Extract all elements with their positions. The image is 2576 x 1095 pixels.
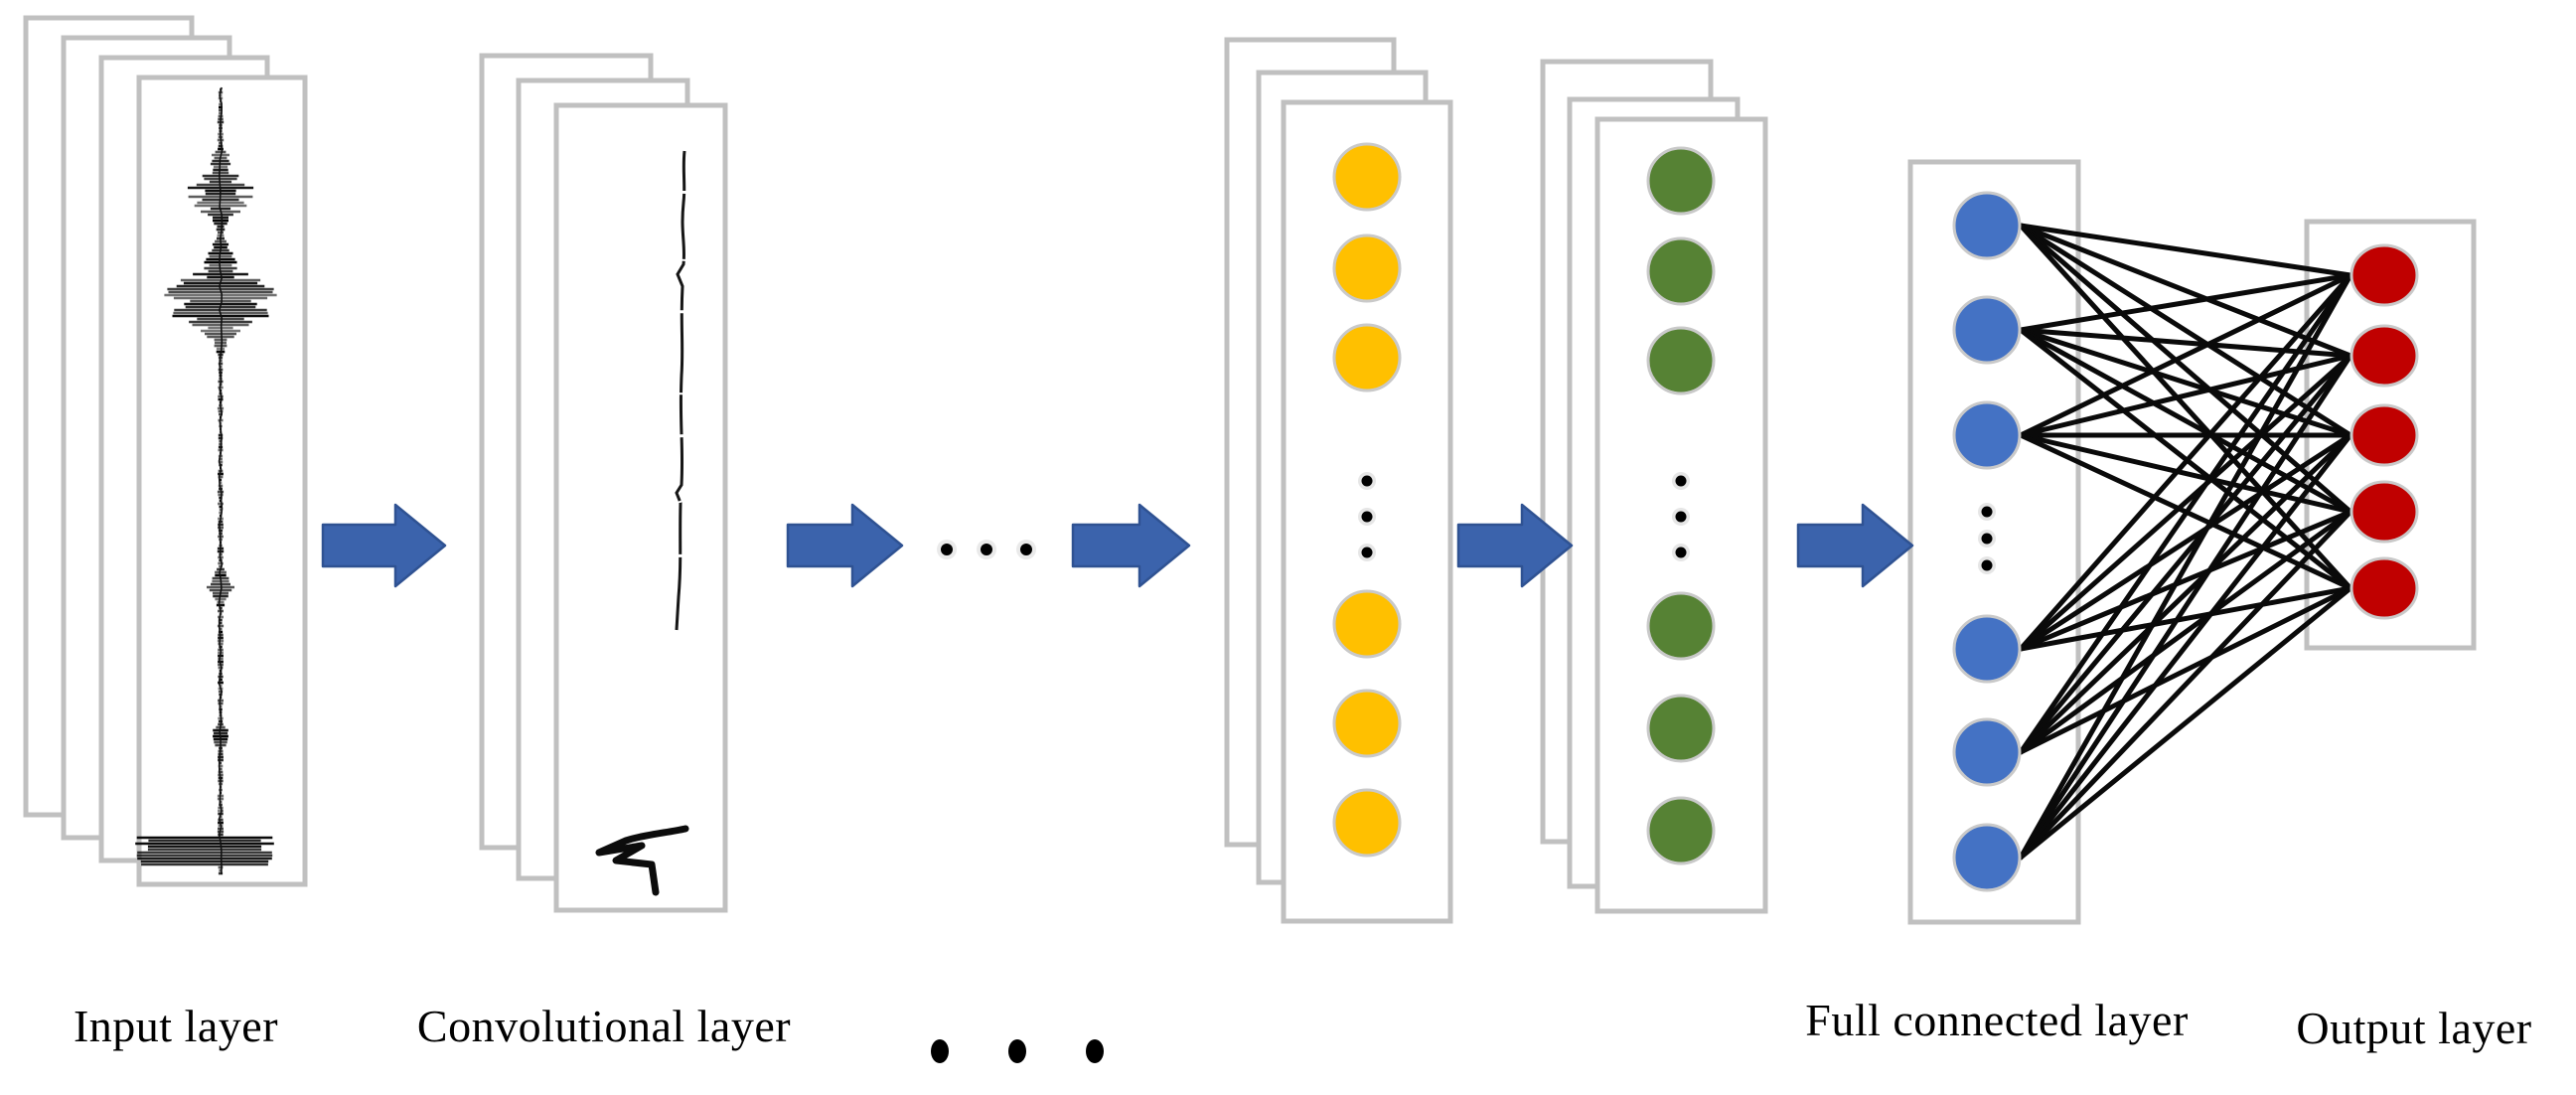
full-connected-neuron	[1952, 295, 2022, 365]
fully-connected-links	[2018, 223, 2353, 860]
connection-line	[2018, 272, 2353, 333]
connection-line	[2018, 223, 2353, 438]
right-arrow-icon-5	[1796, 503, 1914, 588]
right-arrow-icon-2	[786, 503, 904, 588]
right-arrow-icon-1	[321, 503, 447, 588]
vertical-ellipsis-dot	[1361, 475, 1373, 487]
connection-line	[2018, 353, 2353, 652]
vertical-ellipsis-dot	[1361, 547, 1373, 558]
connection-line	[2018, 272, 2353, 438]
connection-line	[2018, 432, 2353, 652]
mid-ellipsis-dot	[941, 544, 953, 555]
hidden-green-neurons	[1646, 146, 1716, 865]
connection-line	[2018, 223, 2353, 278]
vertical-ellipsis-dot	[1361, 511, 1373, 523]
full-connected-neurons	[1952, 191, 2022, 892]
output-neurons	[2349, 243, 2419, 620]
hidden-green-neuron	[1646, 326, 1716, 395]
connection-line	[2018, 585, 2353, 755]
full-connected-neuron	[1952, 614, 2022, 684]
hidden-yellow-neuron	[1332, 689, 1402, 758]
connection-line	[2018, 432, 2353, 755]
hidden-green-neuron	[1646, 236, 1716, 306]
output-neuron	[2349, 403, 2419, 467]
input-panel-stack	[23, 15, 308, 887]
connection-line	[2018, 585, 2353, 652]
right-arrow-icon-3	[1071, 503, 1191, 588]
feature-trace-icon	[595, 150, 689, 896]
right-arrow-icon-4	[1456, 503, 1574, 588]
input-panel-4	[136, 75, 308, 887]
ellipsis-dot	[1086, 1039, 1104, 1063]
connection-line	[2018, 223, 2353, 515]
hidden-green-neuron	[1646, 694, 1716, 763]
output-neuron	[2349, 556, 2419, 620]
connection-line	[2018, 272, 2353, 652]
hidden-yellow-neuron	[1332, 234, 1402, 303]
vertical-ellipsis-dot	[1675, 475, 1687, 487]
full-connected-layer-label: Full connected layer	[1805, 995, 2189, 1045]
hidden-green-neuron	[1646, 591, 1716, 661]
connection-line	[2018, 327, 2353, 438]
vertical-ellipsis-dot	[1981, 506, 1993, 518]
vertical-ellipsis-dot	[1675, 547, 1687, 558]
connection-line	[2018, 353, 2353, 860]
mid-ellipsis-dot	[1020, 544, 1032, 555]
hidden-green-neuron	[1646, 146, 1716, 216]
vertical-ellipsis-dot	[1981, 559, 1993, 571]
ellipsis-dot	[931, 1039, 949, 1063]
connection-line	[2018, 327, 2353, 515]
mid-ellipsis-dot	[981, 544, 992, 555]
hidden-yellow-neuron	[1332, 142, 1402, 212]
connection-line	[2018, 509, 2353, 755]
full-connected-neuron	[1952, 717, 2022, 787]
connection-line	[2018, 272, 2353, 860]
full-connected-neuron	[1952, 400, 2022, 470]
conv-panel-3	[553, 102, 728, 913]
full-connected-neuron	[1952, 191, 2022, 260]
connection-line	[2018, 432, 2353, 860]
hidden-green-neuron	[1646, 796, 1716, 865]
hidden-yellow-neuron	[1332, 323, 1402, 392]
seismic-waveform-icon	[135, 86, 277, 875]
connection-line	[2018, 509, 2353, 860]
output-neuron	[2349, 324, 2419, 388]
convolutional-layer-label: Convolutional layer	[416, 1001, 792, 1051]
output-neuron	[2349, 243, 2419, 307]
ellipsis-dot	[1008, 1039, 1026, 1063]
hidden-yellow-neuron	[1332, 788, 1402, 858]
input-layer-label: Input layer	[73, 1001, 279, 1051]
connection-line	[2018, 432, 2353, 515]
output-layer-label: Output layer	[2296, 1003, 2532, 1053]
bottom-ellipsis-dots-icon	[931, 1039, 1104, 1063]
vertical-ellipsis-dot	[1675, 511, 1687, 523]
connection-line	[2018, 272, 2353, 755]
hidden-yellow-neurons	[1332, 142, 1402, 858]
connection-line	[2018, 585, 2353, 860]
full-connected-neuron	[1952, 823, 2022, 892]
vertical-ellipsis-dot	[1981, 533, 1993, 545]
connection-line	[2018, 509, 2353, 652]
hidden-yellow-neuron	[1332, 589, 1402, 659]
output-neuron	[2349, 480, 2419, 544]
conv-panel-stack	[479, 53, 728, 913]
connection-line	[2018, 223, 2353, 591]
connection-line	[2018, 353, 2353, 755]
